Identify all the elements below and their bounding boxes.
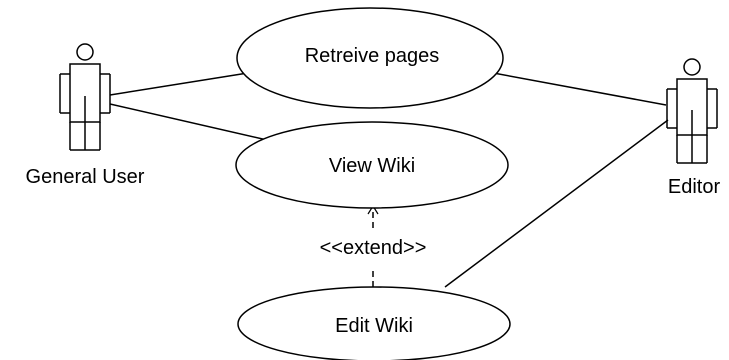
association-editor-edit-wiki (444, 119, 669, 288)
use-case-retrieve-pages-ellipse (236, 7, 504, 109)
actor-editor-label: Editor (667, 176, 721, 198)
use-case-view-wiki-label: View Wiki (328, 155, 416, 177)
use-case-edit-wiki-label: Edit Wiki (335, 315, 413, 337)
association-general-user-retrieve-pages (109, 71, 255, 96)
use-case-edit-wiki-ellipse (237, 286, 511, 360)
use-case-retrieve-pages-label: Retreive pages (304, 45, 440, 67)
association-editor-retrieve-pages (487, 71, 667, 106)
actor-editor-figure (666, 58, 718, 164)
actor-general-user-label: General User (25, 166, 145, 188)
extend-label: <<extend>> (319, 237, 427, 259)
actor-general-user-figure (59, 43, 111, 151)
use-case-view-wiki-ellipse (235, 121, 509, 209)
association-general-user-view-wiki (109, 103, 268, 141)
